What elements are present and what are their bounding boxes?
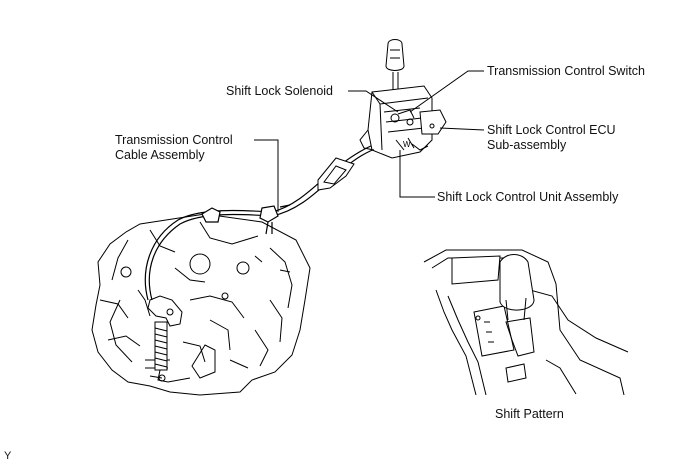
label-transmission-control-cable: Transmission Control Cable Assembly [115,133,233,163]
label-shift-lock-control-ecu-line2: Sub-assembly [487,138,567,152]
svg-text:W: W [403,140,411,149]
label-shift-pattern: Shift Pattern [495,407,564,421]
figure-code: Y [4,450,12,462]
transmission-illustration [91,213,311,396]
shift-lever-assembly: W [359,39,447,159]
label-shift-lock-control-ecu: Shift Lock Control ECU Sub-assembly [487,123,616,153]
label-transmission-control-cable-line1: Transmission Control [115,133,233,147]
transmission-control-cable [144,141,383,301]
cable-grommet [317,157,355,191]
label-shift-lock-solenoid: Shift Lock Solenoid [226,84,334,98]
label-shift-lock-control-unit: Shift Lock Control Unit Assembly [437,190,619,204]
transmission-shift-lever [147,295,191,383]
shift-pattern-illustration [423,249,629,396]
label-transmission-control-cable-line2: Cable Assembly [115,148,205,162]
label-transmission-control-switch: Transmission Control Switch [487,64,645,78]
label-shift-lock-control-ecu-line1: Shift Lock Control ECU [487,123,616,137]
leader-lines [254,70,485,212]
